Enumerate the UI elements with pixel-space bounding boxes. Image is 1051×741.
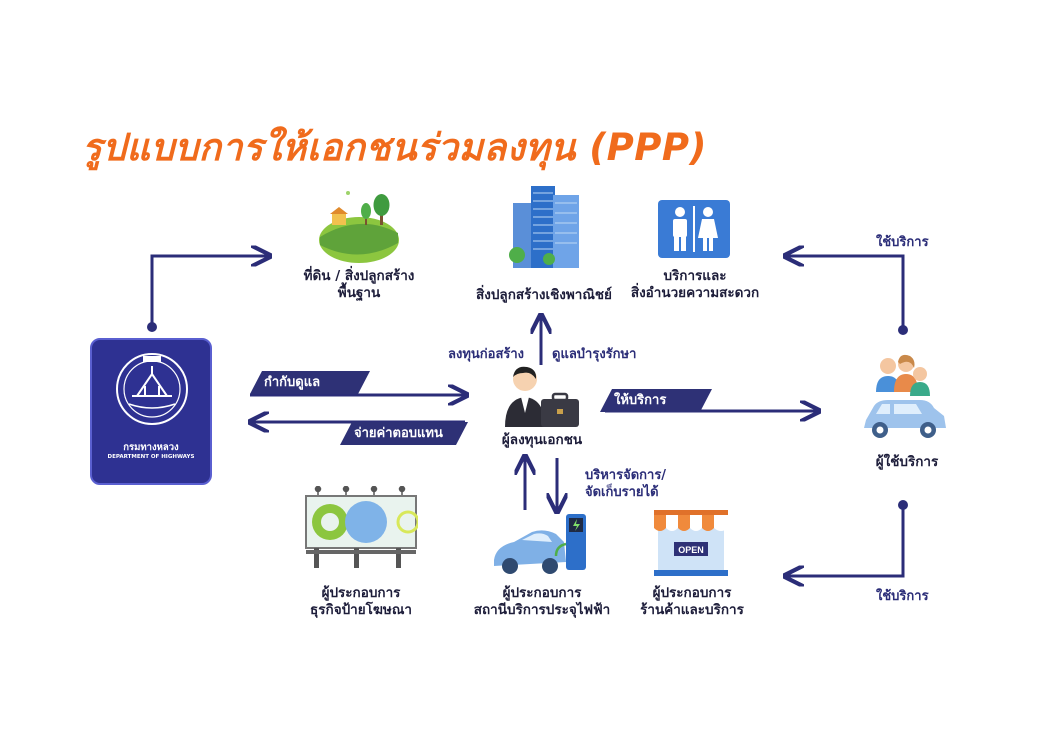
manage-revenue-line2: จัดเก็บรายได้	[585, 485, 659, 500]
pay-back-tag: จ่ายค่าตอบแทน	[340, 422, 468, 445]
maintain-label: ดูแลบำรุงรักษา	[552, 347, 637, 362]
ev-operator-label: ผู้ประกอบการ สถานีบริการประจุไฟฟ้า	[462, 585, 622, 619]
doh-name-en: DEPARTMENT OF HIGHWAYS	[107, 454, 195, 460]
land-icon	[319, 191, 399, 263]
commercial-label: สิ่งปลูกสร้างเชิงพาณิชย์	[458, 287, 630, 304]
users-to-facilities-arrow	[787, 256, 908, 335]
department-of-highways-logo: กรมทางหลวง DEPARTMENT OF HIGHWAYS	[90, 338, 212, 485]
page-title: รูปแบบการให้เอกชนร่วมลงทุน (PPP)	[82, 126, 707, 169]
land-label-line1: ที่ดิน / สิ่งปลูกสร้าง	[303, 268, 415, 284]
facilities-label-line1: บริการและ	[663, 268, 727, 284]
users-label: ผู้ใช้บริการ	[875, 454, 939, 470]
advertising-label-line2: ธุรกิจป้ายโฆษณา	[310, 602, 412, 618]
manage-revenue-label: บริหารจัดการ/ จัดเก็บรายได้	[585, 467, 666, 501]
doh-to-land-arrow	[147, 256, 268, 332]
use-service-top-label: ใช้บริการ	[876, 235, 929, 250]
manage-revenue-line1: บริหารจัดการ/	[585, 468, 667, 483]
advertising-operator-label: ผู้ประกอบการ ธุรกิจป้ายโฆษณา	[292, 585, 430, 619]
commercial-label-line1: สิ่งปลูกสร้างเชิงพาณิชย์	[476, 287, 612, 303]
restroom-icon	[658, 200, 730, 258]
land-label: ที่ดิน / สิ่งปลูกสร้าง พื้นฐาน	[298, 268, 420, 302]
private-investor-icon	[505, 366, 579, 427]
shop-open-sign: OPEN	[678, 545, 704, 555]
billboard-icon	[305, 486, 418, 568]
commercial-building-icon	[509, 186, 579, 268]
investor-label: ผู้ลงทุนเอกชน	[501, 432, 583, 448]
doh-seal-icon	[116, 353, 188, 425]
shop-label-line1: ผู้ประกอบการ	[652, 585, 732, 601]
provide-service-tag: ให้บริการ	[600, 389, 712, 412]
use-service-bottom-label: ใช้บริการ	[876, 589, 929, 604]
invest-build-label: ลงทุนก่อสร้าง	[448, 347, 525, 362]
service-users-icon	[864, 354, 946, 438]
shop-label-line2: ร้านค้าและบริการ	[640, 602, 744, 618]
advertising-label-line1: ผู้ประกอบการ	[321, 585, 401, 601]
doh-name-th: กรมทางหลวง	[123, 442, 179, 453]
ev-charging-station-icon	[494, 514, 586, 574]
regulate-tag: กำกับดูแล	[250, 371, 370, 394]
ev-label-line1: ผู้ประกอบการ	[502, 585, 582, 601]
shop-icon: OPEN	[654, 510, 728, 576]
shop-operator-label: ผู้ประกอบการ ร้านค้าและบริการ	[626, 585, 758, 619]
facilities-label-line2: สิ่งอำนวยความสะดวก	[630, 285, 760, 301]
facilities-label: บริการและ สิ่งอำนวยความสะดวก	[615, 268, 775, 302]
users-to-shop-arrow	[787, 500, 908, 576]
ev-label-line2: สถานีบริการประจุไฟฟ้า	[473, 602, 611, 618]
land-label-line2: พื้นฐาน	[337, 285, 381, 301]
